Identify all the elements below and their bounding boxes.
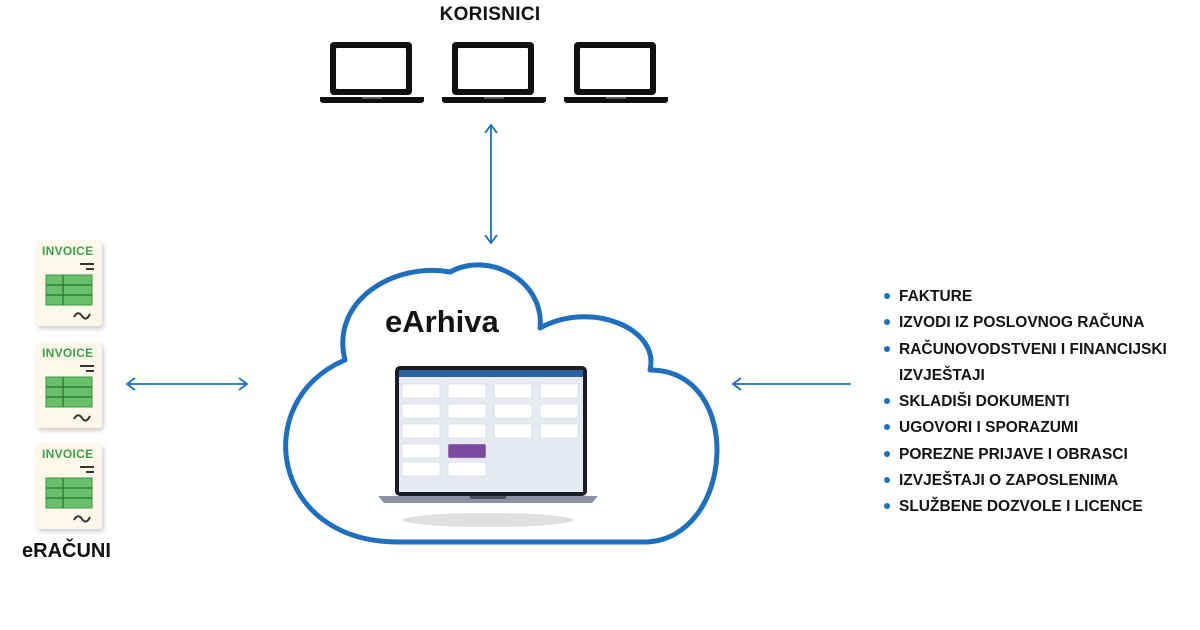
app-tile: [401, 461, 441, 477]
document-type-label: IZVODI IZ POSLOVNOG RAČUNA: [899, 314, 1145, 332]
user-laptop-icon: [318, 40, 426, 106]
invoice-document-icon: [36, 240, 102, 326]
invoice-document-icon: [36, 342, 102, 428]
earhiva-title: eArhiva: [385, 304, 499, 339]
document-type-item: POREZNE PRIJAVE I OBRASCI: [883, 442, 1167, 468]
invoice-card: INVOICE: [36, 443, 102, 529]
app-tile: [447, 383, 487, 399]
document-type-item: RAČUNOVODSTVENI I FINANCIJSKI IZVJEŠTAJI: [883, 337, 1167, 390]
user-laptop-icon: [440, 40, 548, 106]
bullet-icon: [884, 477, 890, 484]
document-type-item: UGOVORI I SPORAZUMI: [883, 415, 1167, 441]
document-type-label: UGOVORI I SPORAZUMI: [899, 419, 1079, 437]
bullet-icon: [884, 398, 890, 405]
app-tile: [447, 403, 487, 419]
app-tile: [447, 423, 487, 439]
app-tile: [493, 403, 533, 419]
document-type-item: IZVODI IZ POSLOVNOG RAČUNA: [883, 310, 1167, 336]
invoice-card-label: INVOICE: [42, 346, 94, 360]
app-tile: [539, 403, 579, 419]
documents-connector-arrow: [731, 377, 851, 391]
app-tile: [493, 383, 533, 399]
app-tile: [401, 423, 441, 439]
invoice-card-label: INVOICE: [42, 447, 94, 461]
app-tile: [401, 383, 441, 399]
document-type-label: SKLADIŠI DOKUMENTI: [899, 393, 1070, 411]
einvoice-connector-arrow: [125, 377, 249, 391]
app-tile: [401, 443, 441, 459]
users-connector-arrow: [484, 123, 498, 245]
document-type-item: SKLADIŠI DOKUMENTI: [883, 389, 1167, 415]
app-tile: [447, 461, 487, 477]
document-type-label: IZVJEŠTAJI O ZAPOSLENIMA: [899, 472, 1119, 490]
bullet-icon: [884, 424, 890, 431]
users-title: KORISNICI: [439, 4, 541, 25]
user-laptop-icon: [562, 40, 670, 106]
app-tile: [493, 423, 533, 439]
invoice-card: INVOICE: [36, 342, 102, 428]
app-tile: [447, 443, 487, 459]
bullet-icon: [884, 503, 890, 510]
invoice-document-icon: [36, 443, 102, 529]
document-type-label: POREZNE PRIJAVE I OBRASCI: [899, 445, 1128, 463]
einvoice-label: eRAČUNI: [22, 540, 111, 562]
document-type-label: SLUŽBENE DOZVOLE I LICENCE: [899, 498, 1143, 516]
document-type-item: IZVJEŠTAJI O ZAPOSLENIMA: [883, 468, 1167, 494]
invoice-card: INVOICE: [36, 240, 102, 326]
document-type-label: IZVJEŠTAJI: [899, 366, 985, 384]
document-type-item: SLUŽBENE DOZVOLE I LICENCE: [883, 494, 1167, 520]
app-tile: [539, 423, 579, 439]
app-tile: [539, 383, 579, 399]
document-type-label: RAČUNOVODSTVENI I FINANCIJSKI: [899, 340, 1167, 358]
bullet-icon: [884, 293, 890, 299]
bullet-icon: [884, 450, 890, 457]
bullet-icon: [884, 345, 890, 352]
document-type-label: FAKTURE: [899, 288, 973, 305]
invoice-card-label: INVOICE: [42, 244, 94, 258]
app-tile: [401, 403, 441, 419]
document-type-item: FAKTURE: [883, 284, 1167, 310]
bullet-icon: [884, 319, 890, 326]
earhiva-app-laptop: [378, 366, 598, 527]
document-type-list: FAKTURE IZVODI IZ POSLOVNOG RAČUNA RAČUNOV…: [883, 284, 1167, 521]
